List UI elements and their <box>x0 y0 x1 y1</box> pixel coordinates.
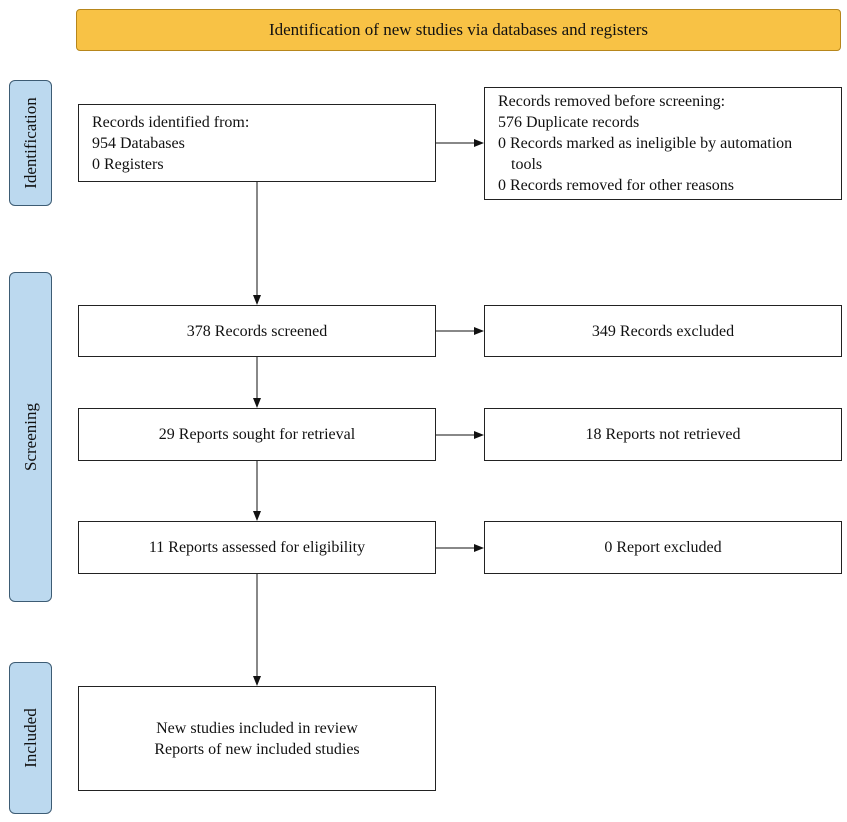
records-removed-heading: Records removed before screening: <box>498 93 726 110</box>
reports-not-retrieved-box: 18 Reports not retrieved <box>484 408 842 461</box>
included-reports-line2: Reports of new included studies <box>154 740 360 758</box>
reports-sought-label: 29 Reports sought for retrieval <box>158 426 356 443</box>
reports-excluded-label: 0 Report excluded <box>604 539 722 556</box>
flow-header-title: Identification of new studies via databa… <box>268 20 649 39</box>
records-registers: 0 Registers <box>92 156 164 173</box>
records-identified-heading: Records identified from: <box>92 114 250 131</box>
flow-header: Identification of new studies via databa… <box>76 9 841 51</box>
records-ineligible: 0 Records marked as ineligible by automa… <box>498 135 793 152</box>
records-databases: 954 Databases <box>92 135 185 152</box>
records-removed-box: Records removed before screening: 576 Du… <box>484 87 842 200</box>
phase-identification: Identification <box>9 80 52 206</box>
included-studies-box: New studies included in review Reports o… <box>78 686 436 791</box>
records-duplicates: 576 Duplicate records <box>498 114 640 131</box>
records-screened-box: 378 Records screened <box>78 305 436 357</box>
records-excluded-label: 349 Records excluded <box>591 322 735 340</box>
reports-sought-box: 29 Reports sought for retrieval <box>78 408 436 461</box>
reports-excluded-box: 0 Report excluded <box>484 521 842 574</box>
phase-included: Included <box>9 662 52 814</box>
reports-assessed-box: 11 Reports assessed for eligibility <box>78 521 436 574</box>
records-removed-other: 0 Records removed for other reasons <box>498 177 734 194</box>
phase-screening: Screening <box>9 272 52 602</box>
reports-assessed-label: 11 Reports assessed for eligibility <box>148 539 366 556</box>
records-ineligible-cont: tools <box>511 156 543 173</box>
records-excluded-box: 349 Records excluded <box>484 305 842 357</box>
records-identified-box: Records identified from: 954 Databases 0… <box>78 104 436 182</box>
records-screened-label: 378 Records screened <box>186 322 328 340</box>
reports-not-retrieved-label: 18 Reports not retrieved <box>585 426 741 443</box>
included-studies-line1: New studies included in review <box>156 719 358 737</box>
